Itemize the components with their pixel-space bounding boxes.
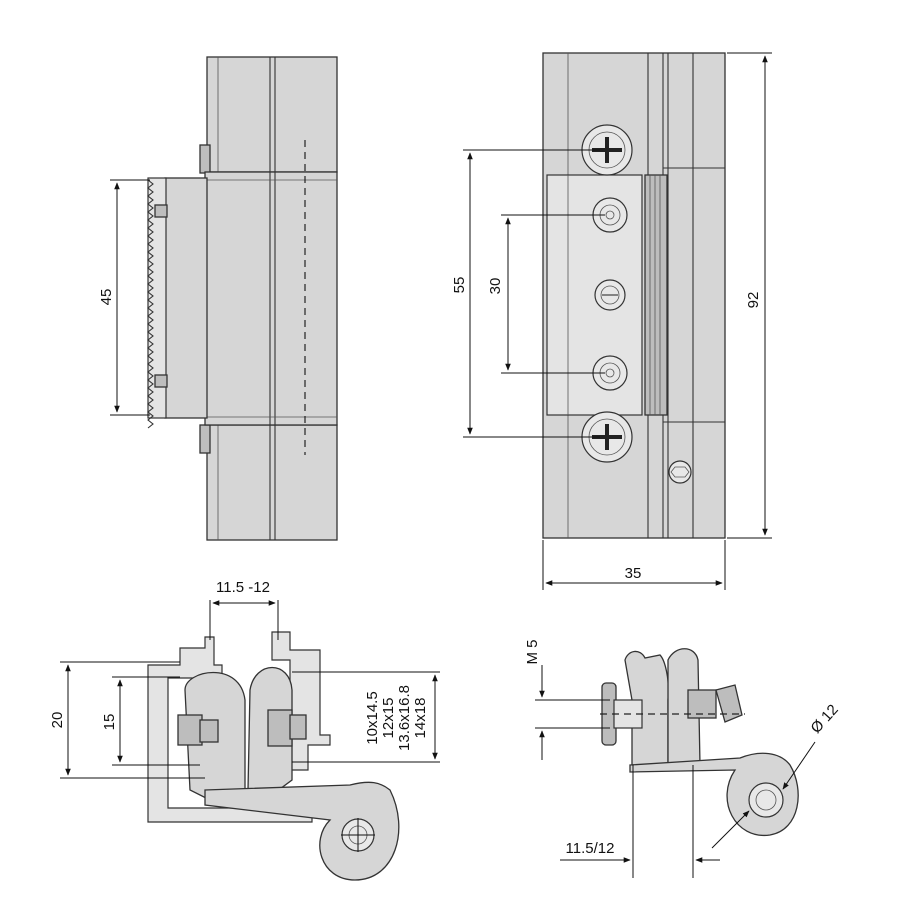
size-label-1: 10x14.5 xyxy=(364,691,381,744)
hex-grub-screw-icon xyxy=(668,460,692,484)
size-label-3: 13.6x16.8 xyxy=(396,685,413,751)
dim-20-label: 20 xyxy=(49,712,66,729)
dim-35-label: 35 xyxy=(625,565,642,582)
dim-92-label: 92 xyxy=(745,292,762,309)
front-view: 55 30 92 35 xyxy=(451,52,772,590)
dim-30-label: 30 xyxy=(487,278,504,295)
dim-d12-label: Ø 12 xyxy=(807,701,841,737)
dim-gap-bottom-label: 11.5/12 xyxy=(566,840,615,857)
dim-45-label: 45 xyxy=(98,289,115,306)
dim-15-label: 15 xyxy=(101,714,118,731)
dim-m5-label: M 5 xyxy=(524,639,541,664)
middle-adjust-screw-icon xyxy=(594,279,626,311)
size-label-4: 14x18 xyxy=(412,698,429,739)
size-label-2: 12x15 xyxy=(380,698,397,739)
dim-gap-top-label: 11.5 -12 xyxy=(216,579,270,596)
side-view: 45 xyxy=(98,56,338,541)
bottom-screw-icon xyxy=(581,411,633,463)
dim-55-label: 55 xyxy=(451,277,468,294)
detail-view: M 5 11.5/12 Ø 12 xyxy=(524,639,842,878)
cross-section-view: 11.5 -12 20 15 10x14.5 12x15 13.6x16.8 1… xyxy=(49,579,440,881)
